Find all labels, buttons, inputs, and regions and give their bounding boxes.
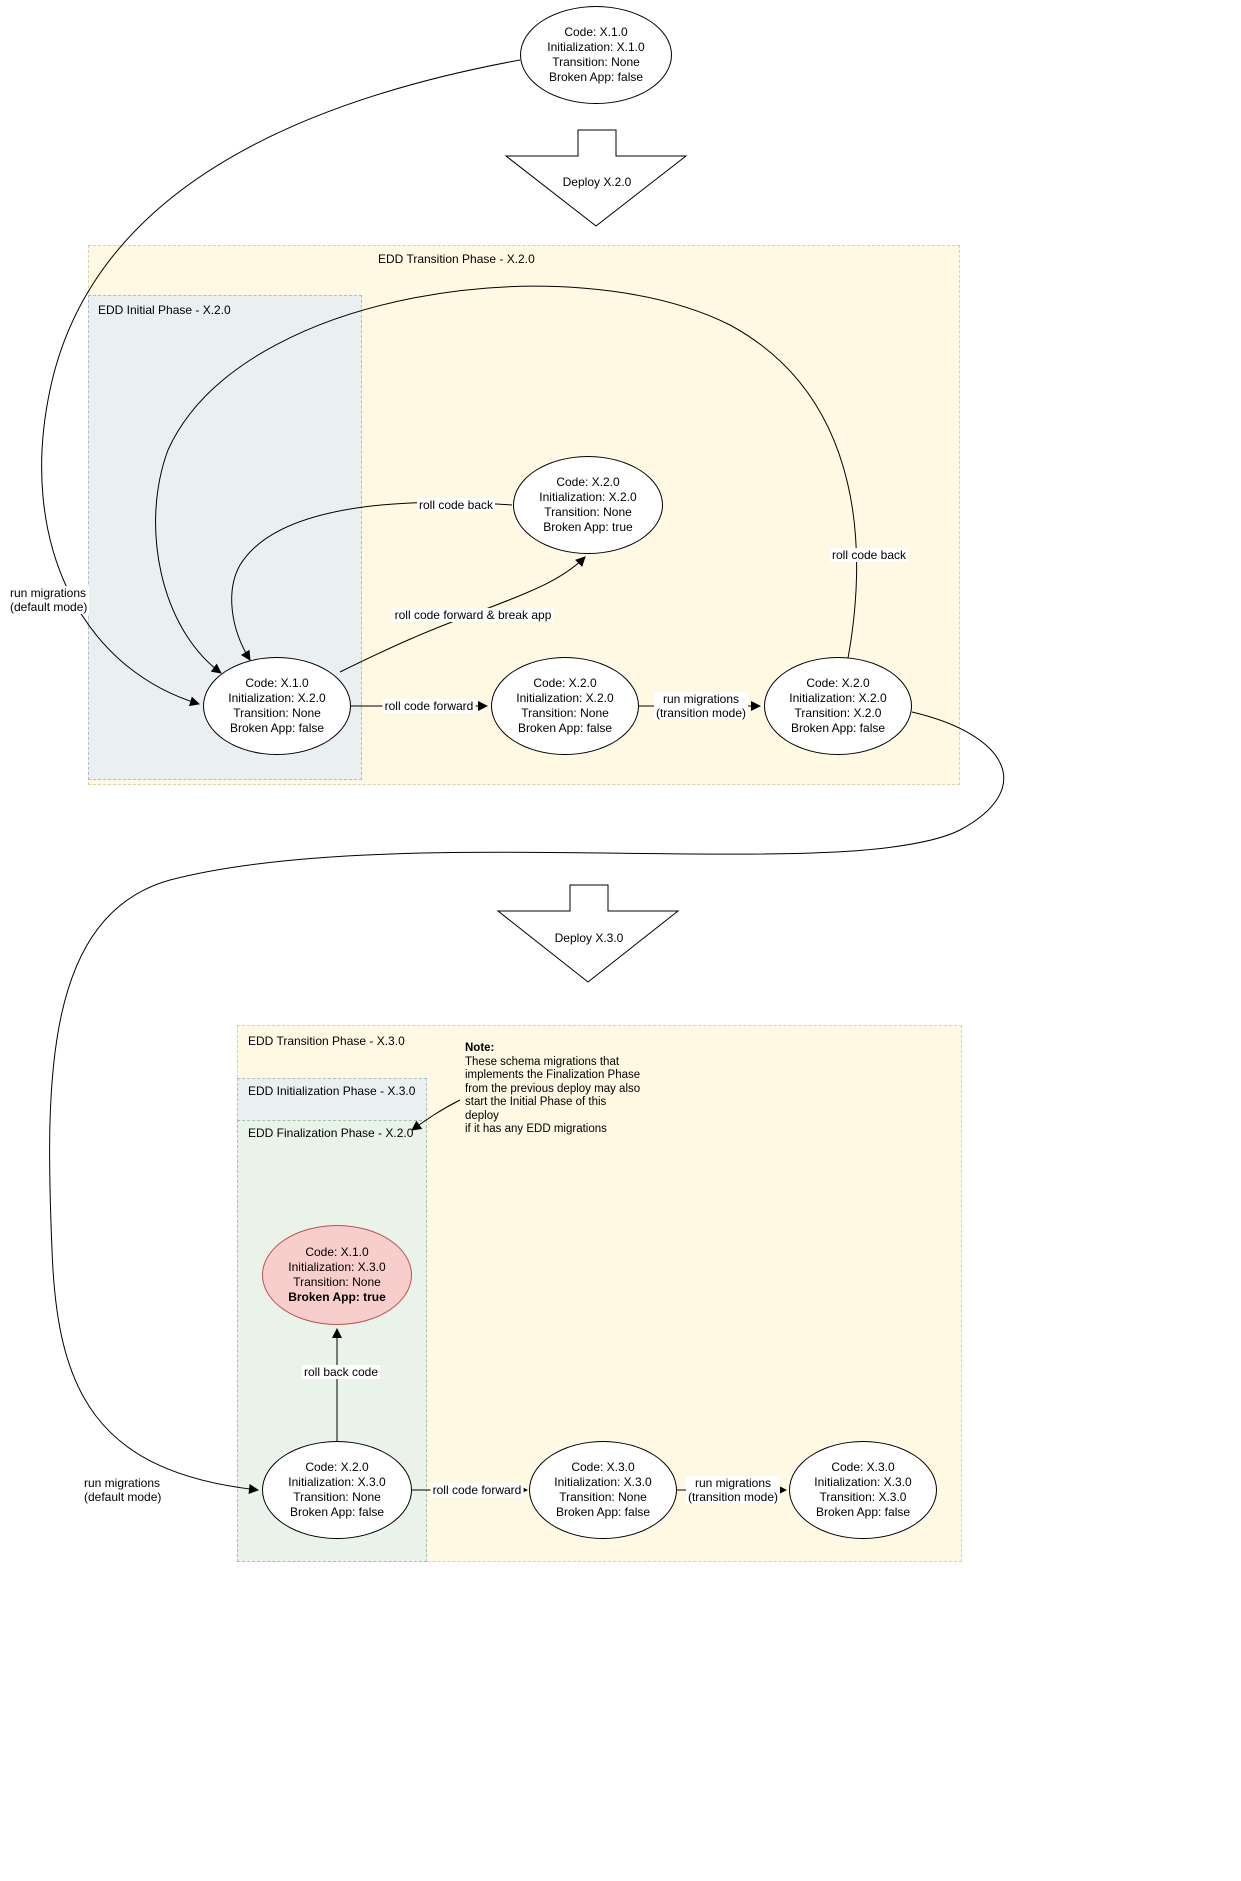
- finalization-phase-x2-title: EDD Finalization Phase - X.2.0: [248, 1126, 414, 1140]
- node-line: Initialization: X.2.0: [516, 691, 614, 705]
- node-line: Broken App: false: [289, 1505, 385, 1519]
- edge-label-run-migrations-default-2: run migrations (default mode): [82, 1476, 164, 1504]
- node-line: Initialization: X.2.0: [228, 691, 326, 705]
- edge-label-line: (default mode): [10, 600, 88, 614]
- state-node-broken-x2: Code: X.2.0 Initialization: X.2.0 Transi…: [513, 456, 663, 554]
- node-line: Code: X.3.0: [831, 1460, 895, 1474]
- node-line: Transition: None: [293, 1490, 381, 1504]
- node-line: Broken App: false: [229, 721, 325, 735]
- edge-label-line: run migrations: [694, 1476, 772, 1490]
- initial-phase-x2-title: EDD Initial Phase - X.2.0: [98, 303, 231, 317]
- node-line: Initialization: X.3.0: [288, 1475, 386, 1489]
- node-line: Broken App: false: [815, 1505, 911, 1519]
- note-title: Note:: [465, 1042, 495, 1054]
- initialization-phase-x3-title: EDD Initialization Phase - X.3.0: [248, 1084, 416, 1098]
- edge-label-roll-code-back-top-1: roll code back: [829, 548, 909, 562]
- note-line: if it has any EDD migrations: [465, 1123, 607, 1135]
- node-line: Code: X.2.0: [556, 475, 620, 489]
- node-line: Initialization: X.1.0: [547, 40, 645, 54]
- state-node-start: Code: X.1.0 Initialization: X.1.0 Transi…: [520, 6, 672, 104]
- transition-phase-x2-title: EDD Transition Phase - X.2.0: [378, 252, 535, 266]
- node-line: Code: X.2.0: [806, 676, 870, 690]
- node-line: Transition: X.2.0: [794, 706, 882, 720]
- edge-label-roll-code-forward-1: roll code forward: [382, 699, 476, 713]
- node-line: Transition: None: [521, 706, 609, 720]
- transition-phase-x3-title: EDD Transition Phase - X.3.0: [248, 1034, 405, 1048]
- edge-label-roll-code-back-1: roll code back: [416, 498, 496, 512]
- node-line: Transition: None: [552, 55, 640, 69]
- node-line: Broken App: false: [790, 721, 886, 735]
- state-node-end-x3: Code: X.3.0 Initialization: X.3.0 Transi…: [789, 1441, 937, 1539]
- node-line: Code: X.2.0: [533, 676, 597, 690]
- node-line: Initialization: X.3.0: [814, 1475, 912, 1489]
- node-line: Broken App: false: [555, 1505, 651, 1519]
- node-line: Broken App: true: [543, 520, 633, 534]
- deploy-x3-label: Deploy X.3.0: [554, 931, 624, 945]
- node-line: Code: X.1.0: [564, 25, 628, 39]
- node-line: Broken App: false: [517, 721, 613, 735]
- state-node-broken-x3: Code: X.1.0 Initialization: X.3.0 Transi…: [262, 1225, 412, 1325]
- note: Note: These schema migrations that imple…: [465, 1042, 643, 1137]
- note-line: start the Initial Phase of this deploy: [465, 1096, 607, 1122]
- note-line: from the previous deploy may also: [465, 1082, 641, 1095]
- edge-label-line: (transition mode): [655, 706, 747, 720]
- node-line: Initialization: X.3.0: [554, 1475, 652, 1489]
- node-line: Initialization: X.2.0: [789, 691, 887, 705]
- edge-label-run-migrations-default-1: run migrations (default mode): [8, 586, 90, 614]
- node-line: Initialization: X.2.0: [539, 490, 637, 504]
- edge-label-run-migrations-transition-2: run migrations (transition mode): [685, 1476, 781, 1504]
- note-line: These schema migrations that: [465, 1055, 620, 1068]
- node-line: Transition: None: [233, 706, 321, 720]
- deploy-x2-label: Deploy X.2.0: [562, 175, 632, 189]
- edge-label-line: run migrations: [84, 1476, 161, 1490]
- edge-label-run-migrations-transition-1: run migrations (transition mode): [653, 692, 749, 720]
- edge-label-line: (transition mode): [687, 1490, 779, 1504]
- node-line: Code: X.2.0: [305, 1460, 369, 1474]
- node-line: Code: X.3.0: [571, 1460, 635, 1474]
- state-node-initial-x2: Code: X.1.0 Initialization: X.2.0 Transi…: [203, 657, 351, 755]
- edge-label-line: (default mode): [84, 1490, 162, 1504]
- node-line: Broken App: true: [288, 1290, 386, 1304]
- node-line: Broken App: false: [548, 70, 644, 84]
- node-line: Code: X.1.0: [305, 1245, 369, 1259]
- node-line: Transition: X.3.0: [819, 1490, 907, 1504]
- edge-label-line: run migrations: [662, 692, 740, 706]
- edge-label-roll-code-forward-break-app: roll code forward & break app: [392, 608, 554, 622]
- edge-label-roll-back-code-2: roll back code: [301, 1365, 381, 1379]
- node-line: Transition: None: [293, 1275, 381, 1289]
- state-node-mid-x2: Code: X.2.0 Initialization: X.2.0 Transi…: [491, 657, 639, 755]
- edge-label-roll-code-forward-2: roll code forward: [430, 1483, 524, 1497]
- edge-label-line: run migrations: [10, 586, 87, 600]
- note-line: implements the Finalization Phase: [465, 1069, 641, 1081]
- node-line: Transition: None: [559, 1490, 647, 1504]
- state-node-end-x2: Code: X.2.0 Initialization: X.2.0 Transi…: [764, 657, 912, 755]
- state-node-initial-x3: Code: X.2.0 Initialization: X.3.0 Transi…: [262, 1441, 412, 1539]
- node-line: Transition: None: [544, 505, 632, 519]
- node-line: Initialization: X.3.0: [288, 1260, 386, 1274]
- state-node-mid-x3: Code: X.3.0 Initialization: X.3.0 Transi…: [529, 1441, 677, 1539]
- node-line: Code: X.1.0: [245, 676, 309, 690]
